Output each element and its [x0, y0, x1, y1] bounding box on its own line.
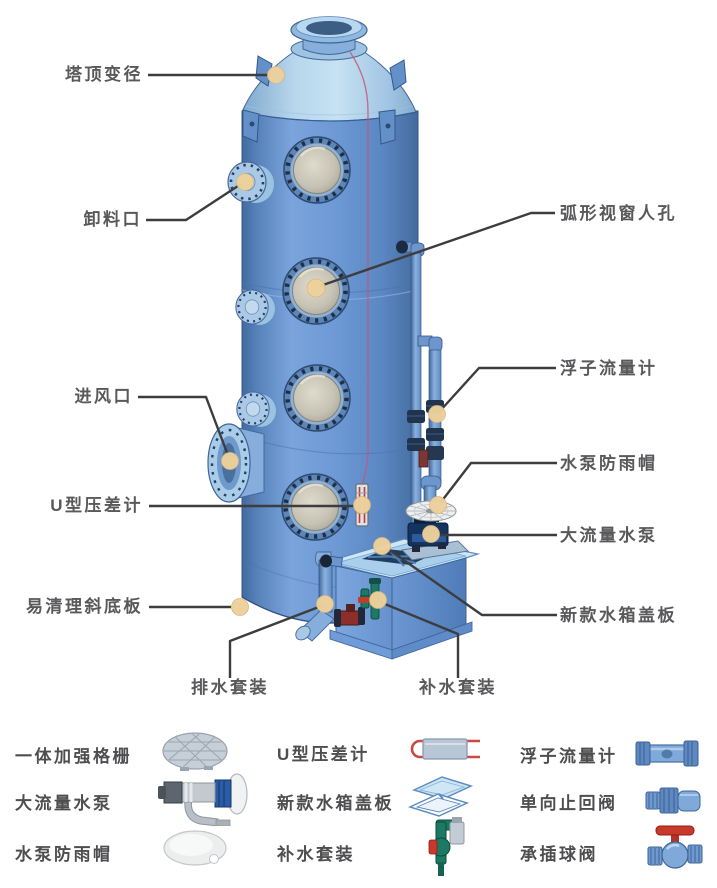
legend-label-tank-cover: 新款水箱盖板 — [277, 794, 394, 813]
callout-dots — [221, 66, 447, 616]
callout-refill-kit: 补水套装 — [419, 678, 497, 697]
legend-label-ball-valve: 承插球阀 — [520, 845, 598, 864]
float-flowmeter-icon — [635, 740, 699, 767]
legend-label-check-valve: 单向止回阀 — [520, 794, 618, 813]
refill-kit-icon — [428, 817, 465, 876]
legend-label-pump: 大流量水泵 — [15, 794, 113, 813]
legend-label-u-gauge: U型压差计 — [277, 745, 370, 764]
legend-label-rain-cap: 水泵防雨帽 — [15, 845, 113, 864]
pump-icon — [158, 773, 248, 826]
check-valve-icon — [645, 787, 701, 814]
legend-label-refill-kit: 补水套装 — [277, 845, 355, 864]
lifting-lugs — [242, 55, 407, 145]
callout-top-reducer: 塔顶变径 — [65, 65, 143, 84]
tank-cover-icon — [407, 776, 474, 817]
callout-manhole: 弧形视窗人孔 — [560, 204, 677, 223]
tower-neck-flange — [290, 16, 368, 61]
callout-air-inlet: 进风口 — [74, 387, 133, 406]
tower-illustration — [138, 16, 557, 678]
callout-tank-cover: 新款水箱盖板 — [560, 606, 677, 625]
viewing-window-3 — [284, 365, 350, 431]
legend-label-grille: 一体加强格栅 — [15, 747, 132, 766]
callout-pump-cap: 水泵防雨帽 — [560, 454, 658, 473]
leader-lines — [138, 73, 557, 678]
callout-sloped-bottom: 易清理斜底板 — [26, 597, 143, 616]
legend-label-flowmeter: 浮子流量计 — [520, 747, 618, 766]
callout-drain-kit: 排水套装 — [191, 678, 269, 697]
callout-pump: 大流量水泵 — [560, 526, 658, 545]
viewing-window-1 — [284, 137, 350, 203]
callout-flowmeter: 浮子流量计 — [560, 359, 658, 378]
u-tube-gauge-icon — [410, 738, 480, 760]
callout-discharge-port: 卸料口 — [83, 210, 142, 229]
ball-valve-icon — [647, 825, 703, 869]
callout-u-gauge: U型压差计 — [50, 496, 143, 515]
grille-disc-icon — [162, 732, 228, 771]
rain-cap-icon — [163, 830, 227, 866]
